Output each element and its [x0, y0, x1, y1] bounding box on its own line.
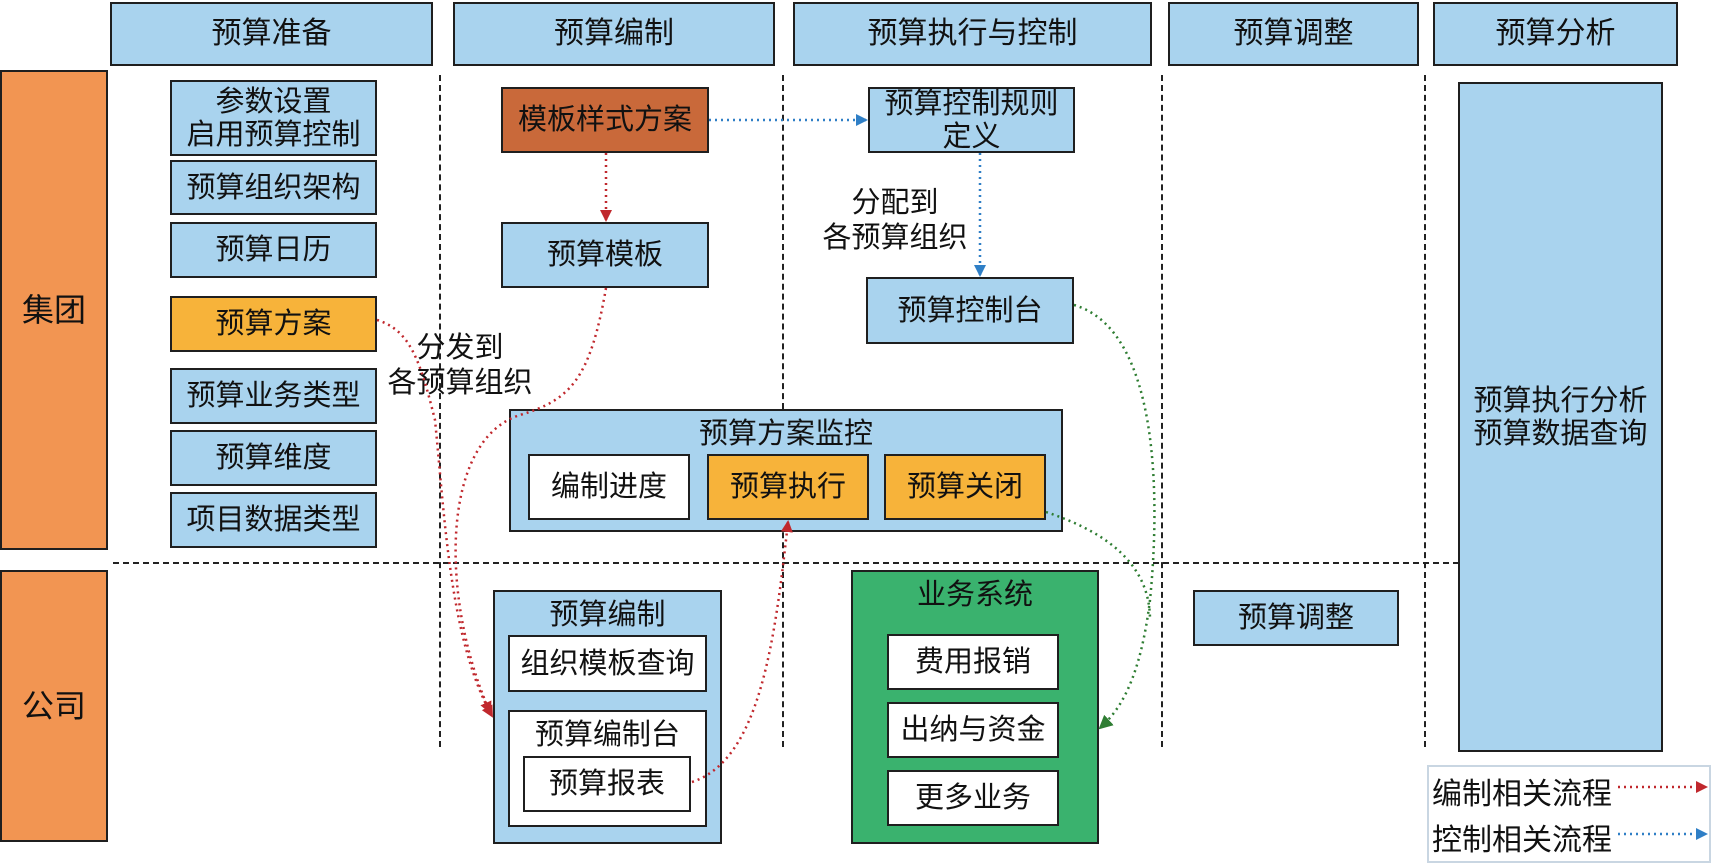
divider-4 [1424, 75, 1426, 747]
divider-1 [439, 75, 441, 747]
header-execute: 预算执行与控制 [793, 2, 1152, 66]
adjust-box: 预算调整 [1193, 590, 1399, 646]
company-compile-title: 预算编制 [549, 597, 666, 631]
expense-box: 费用报销 [887, 634, 1059, 690]
progress-box: 编制进度 [528, 454, 690, 520]
template-box: 预算模板 [501, 222, 709, 288]
execution-box: 预算执行 [707, 454, 869, 520]
analysis-box: 预算执行分析 预算数据查询 [1458, 82, 1663, 752]
assign-annotation: 分配到 各预算组织 [822, 185, 968, 254]
org-template-query-box: 组织模板查询 [508, 635, 707, 692]
divider-3 [1161, 75, 1163, 747]
report-to-execution-arrow [691, 520, 793, 784]
control-rule-box: 预算控制规则 定义 [868, 86, 1075, 153]
header-compile: 预算编制 [453, 2, 775, 66]
close-box: 预算关闭 [884, 454, 1046, 520]
report-box: 预算报表 [523, 756, 691, 812]
more-biz-box: 更多业务 [887, 770, 1059, 826]
close-to-biz-arrow [1045, 510, 1152, 621]
project-type-box: 项目数据类型 [170, 492, 377, 548]
control-desk-to-biz-arrow [1073, 303, 1156, 730]
plan-to-compile-arrow [376, 318, 494, 718]
plan-monitor-title: 预算方案监控 [698, 416, 873, 450]
template-to-compile-arrow [454, 287, 608, 714]
cashier-box: 出纳与资金 [887, 702, 1059, 758]
org-structure-box: 预算组织架构 [170, 160, 377, 215]
params-box: 参数设置 启用预算控制 [170, 80, 377, 156]
distribute-annotation: 分发到 各预算组织 [387, 330, 533, 399]
header-analyze: 预算分析 [1433, 2, 1678, 66]
header-adjust: 预算调整 [1168, 2, 1419, 66]
legend-box [1427, 765, 1711, 863]
legend-compile-label: 编制相关流程 [1432, 777, 1612, 812]
lane-group: 集团 [0, 70, 108, 550]
biz-system-title: 业务系统 [916, 577, 1033, 611]
compile-desk-title: 预算编制台 [534, 717, 680, 751]
template-style-box: 模板样式方案 [501, 87, 709, 153]
lane-company: 公司 [0, 570, 108, 842]
budget-plan-box: 预算方案 [170, 296, 377, 352]
calendar-box: 预算日历 [170, 222, 377, 278]
lane-divider [113, 562, 1459, 564]
dimension-box: 预算维度 [170, 430, 377, 486]
header-prepare: 预算准备 [110, 2, 433, 66]
biz-type-box: 预算业务类型 [170, 368, 377, 424]
legend-control-label: 控制相关流程 [1432, 823, 1612, 858]
control-desk-box: 预算控制台 [866, 277, 1074, 344]
